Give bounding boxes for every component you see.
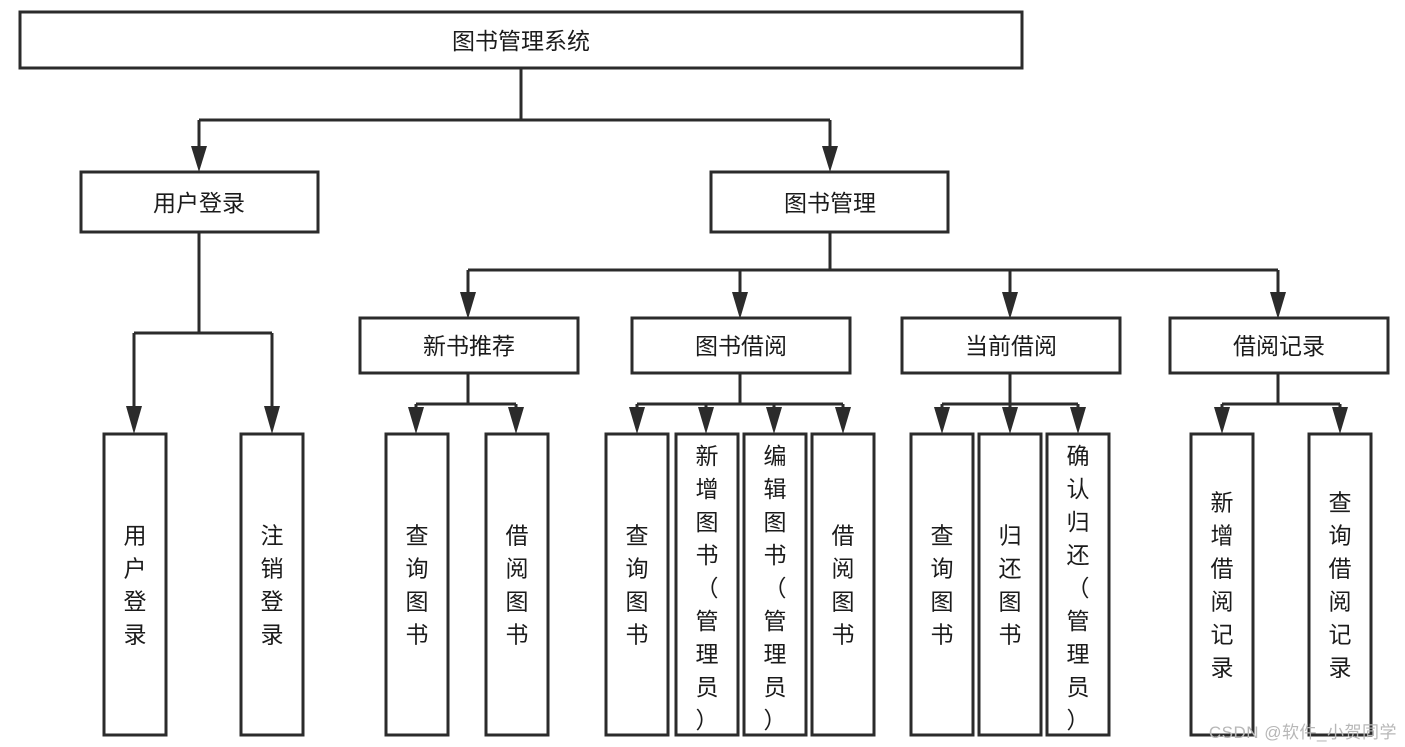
node-root-label: 图书管理系统	[452, 28, 590, 54]
leaf-current-borrow-3-label: 确认归还（管理员）	[1067, 443, 1090, 733]
leaf-new-book-1-label: 查询图书	[406, 523, 429, 648]
leaf-user-login-2-label: 注销登录	[261, 523, 284, 648]
csdn-watermark: CSDN @软件_小贺同学	[1208, 723, 1397, 742]
node-root[interactable]: 图书管理系统	[18, 10, 1024, 70]
leaf-user-login-1-label: 用户登录	[124, 523, 147, 648]
leaf-new-book-2[interactable]: 借阅图书	[484, 432, 550, 737]
leaf-current-borrow-1[interactable]: 查询图书	[909, 432, 975, 737]
leaf-book-borrow-2-label: 新增图书（管理员）	[696, 443, 719, 733]
leaf-book-borrow-4[interactable]: 借阅图书	[810, 432, 876, 737]
node-current-borrow-label: 当前借阅	[965, 333, 1057, 359]
leaf-book-borrow-1-label: 查询图书	[626, 523, 649, 648]
node-book-borrow[interactable]: 图书借阅	[630, 316, 852, 375]
connector-userlogin-to-leaves	[126, 232, 280, 434]
node-new-book-recommend[interactable]: 新书推荐	[358, 316, 580, 375]
leaf-book-borrow-1[interactable]: 查询图书	[604, 432, 670, 737]
node-borrow-record[interactable]: 借阅记录	[1168, 316, 1390, 375]
leaf-current-borrow-3[interactable]: 确认归还（管理员）	[1045, 432, 1111, 737]
connector-bookborrow-to-leaves	[629, 373, 851, 434]
connector-currentborrow-to-leaves	[934, 373, 1086, 434]
node-borrow-record-label: 借阅记录	[1233, 333, 1325, 359]
node-user-login[interactable]: 用户登录	[79, 170, 320, 234]
connector-newbook-to-leaves	[408, 373, 524, 434]
node-user-login-label: 用户登录	[153, 190, 245, 216]
connector-bookmgmt-to-level3	[460, 232, 1286, 319]
leaf-new-book-2-label: 借阅图书	[506, 523, 529, 648]
connector-root-to-level2	[191, 68, 838, 172]
node-current-borrow[interactable]: 当前借阅	[900, 316, 1122, 375]
leaf-new-book-1[interactable]: 查询图书	[384, 432, 450, 737]
leaf-borrow-record-2-label: 查询借阅记录	[1329, 490, 1352, 681]
leaf-book-borrow-3[interactable]: 编辑图书（管理员）	[742, 432, 808, 737]
leaf-user-login-2[interactable]: 注销登录	[239, 432, 305, 737]
leaf-borrow-record-1-label: 新增借阅记录	[1211, 490, 1234, 681]
leaf-user-login-1[interactable]: 用户登录	[102, 432, 168, 737]
leaf-borrow-record-2[interactable]: 查询借阅记录	[1307, 432, 1373, 737]
leaf-book-borrow-3-label: 编辑图书（管理员）	[764, 443, 787, 733]
leaf-book-borrow-4-label: 借阅图书	[832, 523, 855, 648]
leaf-current-borrow-2-label: 归还图书	[999, 523, 1022, 648]
node-book-management[interactable]: 图书管理	[709, 170, 950, 234]
leaf-borrow-record-1[interactable]: 新增借阅记录	[1189, 432, 1255, 737]
leaf-current-borrow-2[interactable]: 归还图书	[977, 432, 1043, 737]
node-book-borrow-label: 图书借阅	[695, 333, 787, 359]
leaf-current-borrow-1-label: 查询图书	[931, 523, 954, 648]
leaf-book-borrow-2[interactable]: 新增图书（管理员）	[674, 432, 740, 737]
node-new-book-recommend-label: 新书推荐	[423, 333, 515, 359]
connector-borrowrecord-to-leaves	[1214, 373, 1348, 434]
node-book-management-label: 图书管理	[784, 190, 876, 216]
